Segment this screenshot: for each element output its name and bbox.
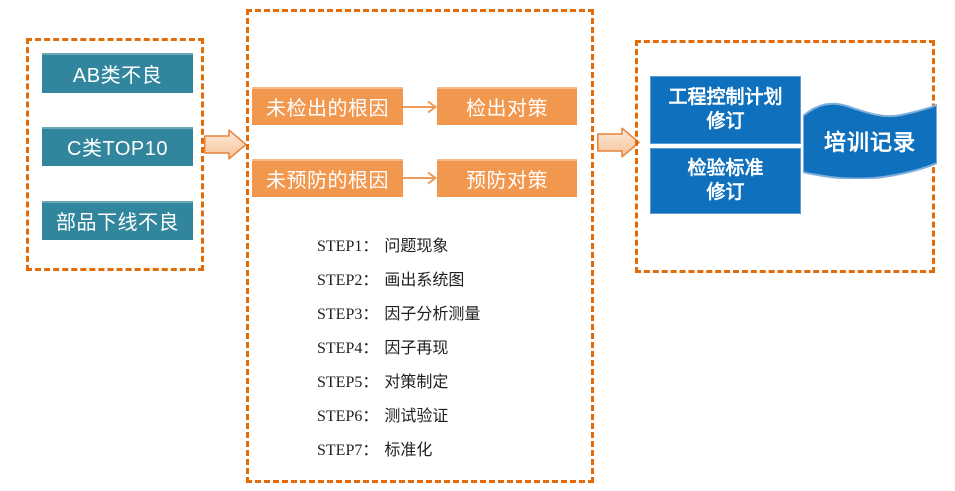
step-number: STEP3： <box>317 306 379 323</box>
step-text: 测试验证 <box>384 408 449 425</box>
step-text: 因子再现 <box>384 340 449 357</box>
revision-line1: 工程控制计划 <box>668 87 783 108</box>
step-text: 问题现象 <box>384 238 449 255</box>
flow-arrow-icon <box>597 127 640 158</box>
defect-item-label: AB类不良 <box>72 64 163 87</box>
step-number: STEP1： <box>317 238 379 255</box>
step-item: STEP4： 因子再现 <box>317 329 480 363</box>
input-panel <box>26 38 204 271</box>
root-cause-label: 未检出的根因 <box>266 97 389 120</box>
step-item: STEP1： 问题现象 <box>317 227 480 261</box>
defect-item-box-offline: 部品下线不良 <box>42 201 193 240</box>
root-cause-box-undetected: 未检出的根因 <box>252 87 403 125</box>
link-arrow-icon <box>403 100 437 114</box>
step-text: 对策制定 <box>384 374 449 391</box>
wave-flag-icon <box>803 102 937 179</box>
defect-item-label: C类TOP10 <box>67 138 168 160</box>
step-text: 画出系统图 <box>384 272 465 289</box>
revision-box-control-plan: 工程控制计划 修订 <box>650 76 801 144</box>
revision-line2: 修订 <box>706 182 745 203</box>
root-cause-box-unprevented: 未预防的根因 <box>252 159 403 197</box>
link-arrow-icon <box>403 171 437 185</box>
countermeasure-box-detection: 检出对策 <box>437 87 577 125</box>
training-record-flag: 培训记录 <box>803 102 937 179</box>
defect-item-box-ctop10: C类TOP10 <box>42 127 193 166</box>
defect-item-box-ab: AB类不良 <box>42 53 193 93</box>
step-number: STEP2： <box>317 272 379 289</box>
step-number: STEP6： <box>317 408 379 425</box>
countermeasure-label: 检出对策 <box>466 97 548 120</box>
countermeasure-box-prevention: 预防对策 <box>437 159 577 197</box>
flag-label: 培训记录 <box>823 129 916 155</box>
step-item: STEP5： 对策制定 <box>317 363 480 397</box>
step-number: STEP7： <box>317 442 379 459</box>
step-item: STEP3： 因子分析测量 <box>317 295 480 329</box>
root-cause-label: 未预防的根因 <box>266 169 389 192</box>
defect-item-label: 部品下线不良 <box>56 212 179 234</box>
revision-line1: 检验标准 <box>687 158 764 179</box>
step-list: STEP1： 问题现象 STEP2： 画出系统图 STEP3： 因子分析测量 S… <box>317 227 480 465</box>
step-number: STEP5： <box>317 374 379 391</box>
revision-box-inspection-standard: 检验标准 修订 <box>650 148 801 214</box>
analysis-panel <box>246 9 594 483</box>
countermeasure-label: 预防对策 <box>466 169 548 192</box>
step-text: 因子分析测量 <box>384 306 481 323</box>
step-number: STEP4： <box>317 340 379 357</box>
flow-arrow-icon <box>204 129 247 160</box>
step-item: STEP6： 测试验证 <box>317 397 480 431</box>
step-text: 标准化 <box>384 442 433 459</box>
revision-line2: 修订 <box>706 111 745 132</box>
step-item: STEP2： 画出系统图 <box>317 261 480 295</box>
step-item: STEP7： 标准化 <box>317 431 480 465</box>
